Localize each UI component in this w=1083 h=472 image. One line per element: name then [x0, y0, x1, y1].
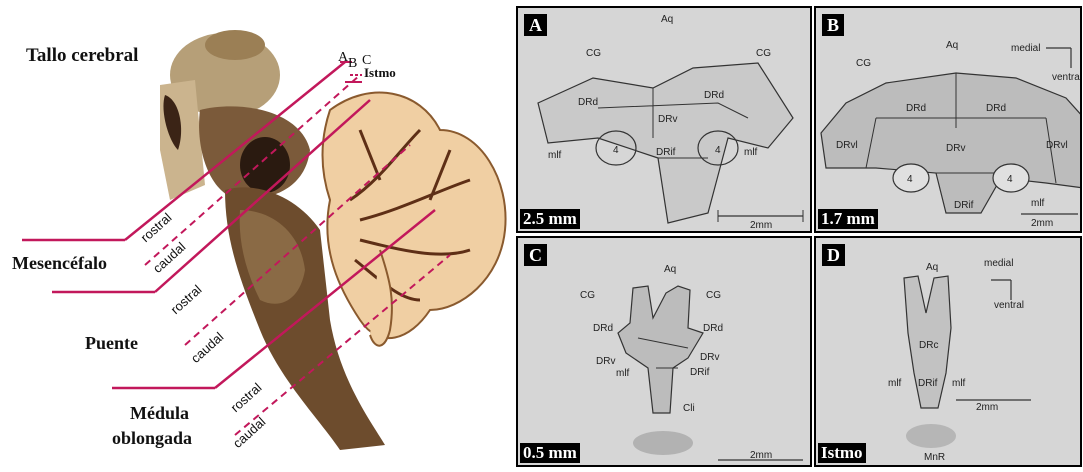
- panel-d-label-7: 2mm: [976, 402, 998, 413]
- panel-c-label-8: DRif: [690, 367, 710, 378]
- panel-d-tag: D: [822, 244, 845, 266]
- nucleus-outline-a: [538, 63, 793, 223]
- medula-label-line2: oblongada: [112, 428, 192, 449]
- panel-a-label-9: 4: [715, 145, 721, 156]
- panel-d-label-6: mlf: [952, 378, 966, 389]
- panel-a-label-4: DRd: [704, 90, 724, 101]
- cut-marker-a: A: [338, 50, 348, 66]
- panel-b-label-1: CG: [856, 58, 871, 69]
- panel-c-label-2: CG: [706, 290, 721, 301]
- panel-b-label-9: 4: [907, 174, 913, 185]
- panel-b-label-4: DRd: [906, 103, 926, 114]
- panel-b-depth: 1.7 mm: [818, 209, 878, 229]
- panel-d-label-0: Aq: [926, 262, 938, 273]
- panel-c-label-9: Cli: [683, 403, 695, 414]
- tallo-cerebral-title: Tallo cerebral: [26, 45, 138, 67]
- panel-c-label-10: 2mm: [750, 450, 772, 461]
- puente-label: Puente: [85, 333, 138, 354]
- panel-b-label-3: ventral: [1052, 72, 1082, 83]
- panel-a-tag: A: [524, 14, 547, 36]
- panel-b-label-7: DRv: [946, 143, 965, 154]
- panel-d-label-4: mlf: [888, 378, 902, 389]
- panel-d-depth: Istmo: [818, 443, 866, 463]
- panel-b: Aq CG medial ventral DRd DRd DRvl DRv DR…: [814, 6, 1082, 233]
- cerebellum-shape: [323, 93, 506, 339]
- panel-d-label-3: DRc: [919, 340, 938, 351]
- panel-c-label-6: DRv: [700, 352, 719, 363]
- panel-b-tag: B: [822, 14, 844, 36]
- panel-a-label-2: CG: [756, 48, 771, 59]
- panel-d-label-8: MnR: [924, 452, 945, 463]
- panel-c-tag: C: [524, 244, 547, 266]
- brainstem-figure: Tallo cerebral Mesencéfalo Puente Médula…: [0, 0, 515, 467]
- panel-b-label-0: Aq: [946, 40, 958, 51]
- panel-a-label-5: DRv: [658, 114, 677, 125]
- panel-b-label-11: mlf: [1031, 198, 1045, 209]
- panel-b-label-6: DRvl: [836, 140, 858, 151]
- panel-a-label-11: 2mm: [750, 220, 772, 231]
- panel-c-label-1: CG: [580, 290, 595, 301]
- panel-d-label-1: medial: [984, 258, 1013, 269]
- panel-c-label-3: DRd: [593, 323, 613, 334]
- panel-b-label-2: medial: [1011, 43, 1040, 54]
- panel-a-label-0: Aq: [661, 14, 673, 25]
- panel-a-label-8: DRif: [656, 147, 676, 158]
- istmo-marker: Istmo: [364, 65, 396, 81]
- panel-c-depth: 0.5 mm: [520, 443, 580, 463]
- panel-b-label-12: DRif: [954, 200, 974, 211]
- panel-b-label-8: DRvl: [1046, 140, 1068, 151]
- nucleus-outline-c: [618, 286, 703, 413]
- mesencefalo-label: Mesencéfalo: [12, 253, 107, 274]
- panel-a: Aq CG CG DRd DRd DRv mlf 4 DRif 4 mlf 2m…: [516, 6, 812, 233]
- panel-a-label-6: mlf: [548, 150, 562, 161]
- panel-d-label-5: DRif: [918, 378, 938, 389]
- panel-c: Aq CG CG DRd DRd DRv DRv mlf DRif Cli 2m…: [516, 236, 812, 467]
- medula-label-line1: Médula: [130, 403, 189, 424]
- panel-c-label-7: mlf: [616, 368, 630, 379]
- panel-d: Aq medial ventral DRc mlf DRif mlf 2mm M…: [814, 236, 1082, 467]
- cut-marker-b: B: [348, 56, 357, 72]
- panel-a-label-7: 4: [613, 145, 619, 156]
- panel-b-label-13: 2mm: [1031, 218, 1053, 229]
- panel-a-depth: 2.5 mm: [520, 209, 580, 229]
- panel-c-label-5: DRv: [596, 356, 615, 367]
- panel-b-label-10: 4: [1007, 174, 1013, 185]
- panel-c-label-4: DRd: [703, 323, 723, 334]
- panel-d-label-2: ventral: [994, 300, 1024, 311]
- panel-a-label-3: DRd: [578, 97, 598, 108]
- panel-b-label-5: DRd: [986, 103, 1006, 114]
- panel-a-label-1: CG: [586, 48, 601, 59]
- panel-a-label-10: mlf: [744, 147, 758, 158]
- panel-c-label-0: Aq: [664, 264, 676, 275]
